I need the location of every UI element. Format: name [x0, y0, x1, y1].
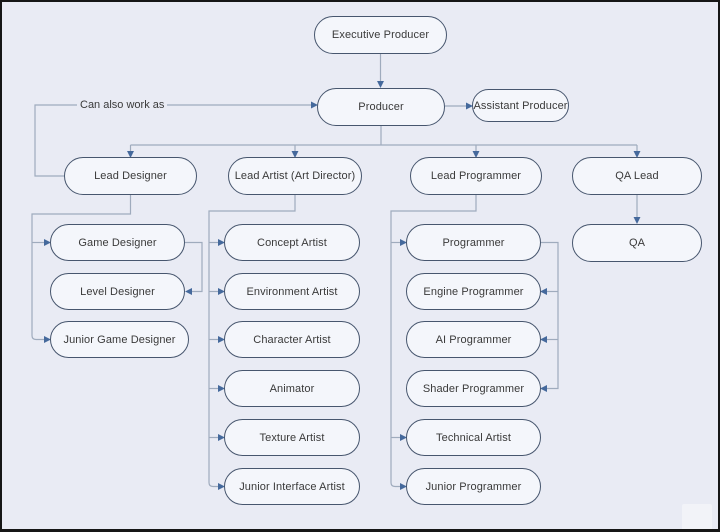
node-lead-designer: Lead Designer — [64, 157, 197, 195]
node-junior-interface-artist: Junior Interface Artist — [224, 468, 360, 505]
node-programmer: Programmer — [406, 224, 541, 261]
watermark — [682, 504, 712, 529]
node-junior-programmer: Junior Programmer — [406, 468, 541, 505]
node-qa: QA — [572, 224, 702, 262]
edge-label-can-also-work-as: Can also work as — [77, 98, 168, 112]
node-animator: Animator — [224, 370, 360, 407]
node-shader-programmer: Shader Programmer — [406, 370, 541, 407]
node-concept-artist: Concept Artist — [224, 224, 360, 261]
node-executive-producer: Executive Producer — [314, 16, 447, 54]
node-ai-programmer: AI Programmer — [406, 321, 541, 358]
node-assistant-producer: Assistant Producer — [472, 89, 569, 122]
node-technical-artist: Technical Artist — [406, 419, 541, 456]
node-environment-artist: Environment Artist — [224, 273, 360, 310]
node-texture-artist: Texture Artist — [224, 419, 360, 456]
node-producer: Producer — [317, 88, 445, 126]
node-junior-game-designer: Junior Game Designer — [50, 321, 189, 358]
node-lead-programmer: Lead Programmer — [410, 157, 542, 195]
node-engine-programmer: Engine Programmer — [406, 273, 541, 310]
node-level-designer: Level Designer — [50, 273, 185, 310]
node-qa-lead: QA Lead — [572, 157, 702, 195]
node-lead-artist: Lead Artist (Art Director) — [228, 157, 362, 195]
node-character-artist: Character Artist — [224, 321, 360, 358]
node-game-designer: Game Designer — [50, 224, 185, 261]
